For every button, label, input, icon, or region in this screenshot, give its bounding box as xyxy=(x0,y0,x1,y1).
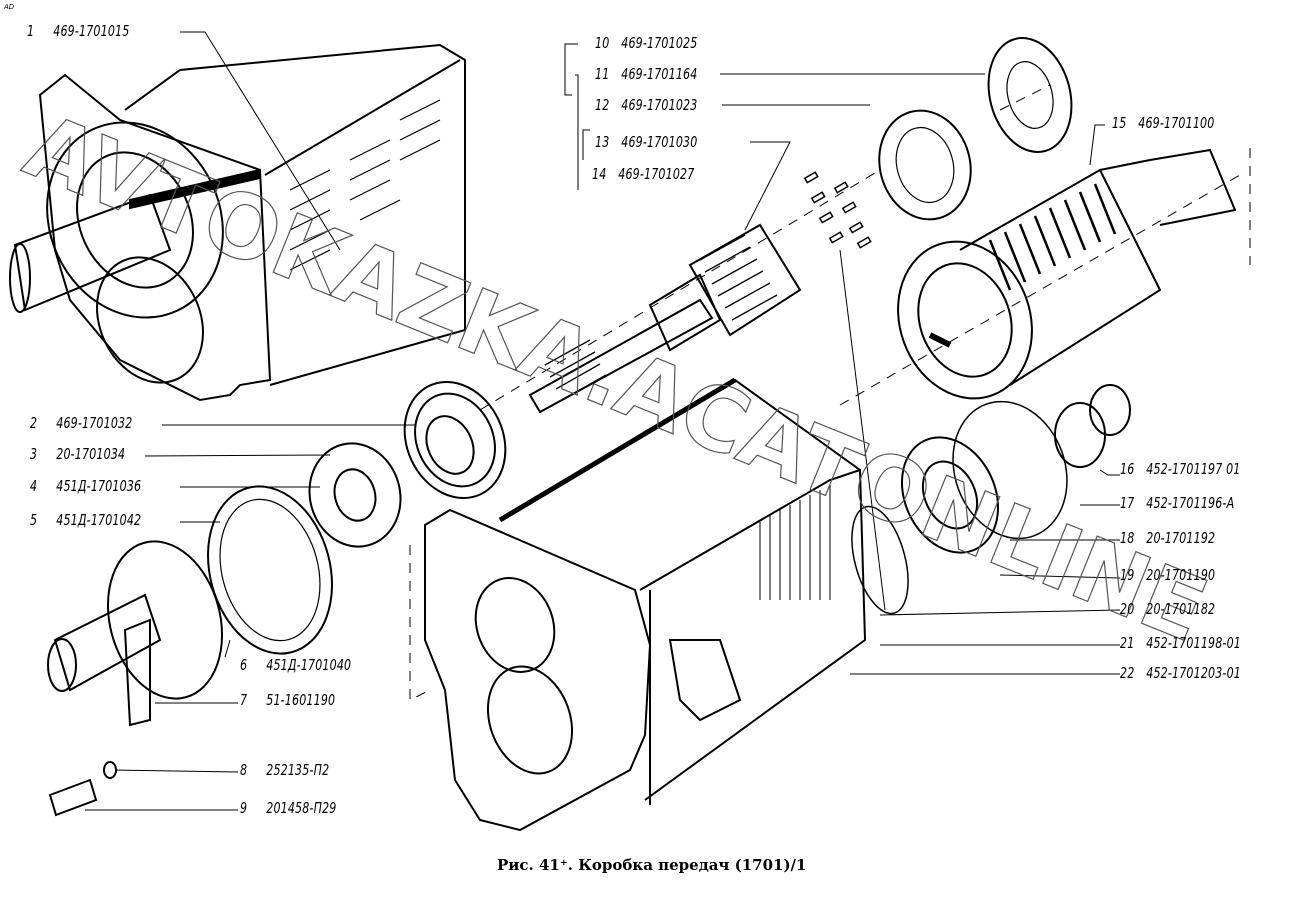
seal-4-drawing xyxy=(308,442,402,548)
gearbox-assembly-drawing xyxy=(9,43,466,402)
gear-12-drawing xyxy=(878,109,972,221)
output-shaft-drawing xyxy=(528,223,802,414)
gearbox-housing-drawing xyxy=(424,377,867,832)
gear-11-drawing xyxy=(987,37,1073,153)
axis-lines xyxy=(409,84,1251,701)
ring-21-drawing xyxy=(851,505,909,615)
ring-18-drawing xyxy=(952,400,1068,540)
rear-cover-6-drawing xyxy=(47,540,224,727)
snap-ring-16-drawing xyxy=(1089,384,1131,436)
leader-lines xyxy=(85,31,1121,811)
washer-8-drawing xyxy=(103,761,117,779)
corner-mark: AD xyxy=(4,3,15,11)
lock-washer-17-drawing xyxy=(1054,402,1106,468)
needle-rollers-drawing xyxy=(803,171,872,249)
figure-caption: Рис. 41⁺. Коробка передач (1701)/1 xyxy=(497,856,807,874)
countershaft-gear-block-drawing xyxy=(897,148,1237,400)
bearing-2-drawing xyxy=(403,380,507,500)
bearing-19-drawing xyxy=(900,436,1000,554)
gasket-5-drawing xyxy=(207,485,333,655)
bolt-9-drawing xyxy=(48,778,98,817)
